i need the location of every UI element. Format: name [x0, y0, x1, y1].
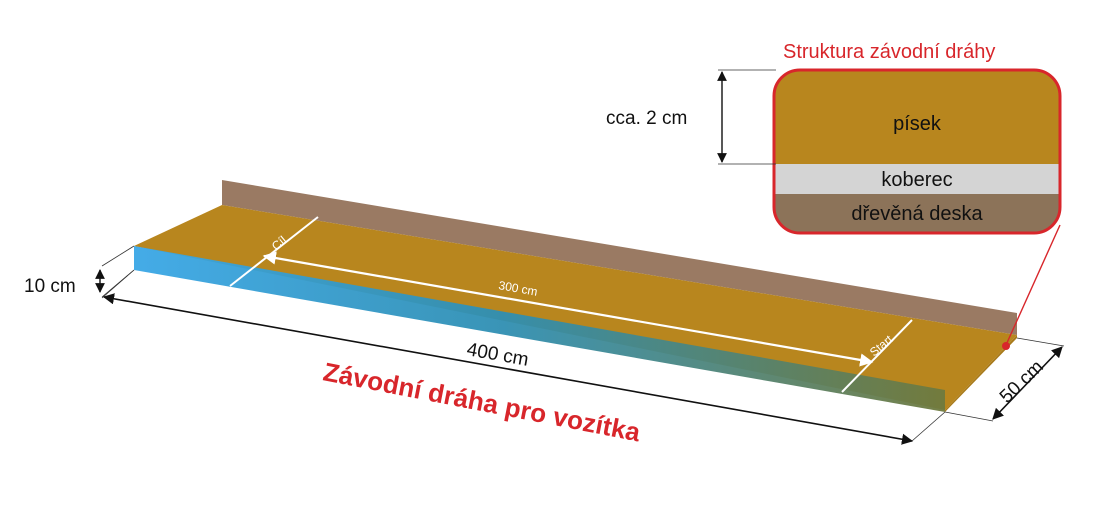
length-label: 400 cm: [465, 339, 530, 371]
layer-carpet: [774, 164, 1060, 194]
finish-line: [229, 216, 319, 287]
width-label: 50 cm: [996, 357, 1048, 408]
inset-connector-dot: [1002, 342, 1010, 350]
layer-wood: [774, 194, 1060, 233]
inset-connector: [1005, 224, 1061, 346]
layer-sand-label: písek: [893, 113, 942, 135]
inset-title: Struktura závodní dráhy: [783, 41, 995, 63]
diagram-title: Závodní dráha pro vozítka: [321, 356, 644, 447]
inset-frame: [772, 68, 1062, 235]
layer-sand: [774, 70, 1060, 164]
length-dimension-arrow: [102, 293, 914, 445]
sand-thickness-label: cca. 2 cm: [606, 108, 687, 129]
width-dimension-arrow: [992, 346, 1063, 420]
layer-carpet-label: koberec: [881, 169, 952, 191]
wall-height-label: 10 cm: [24, 276, 76, 297]
layer-wood-label: dřevěná deska: [851, 203, 983, 225]
